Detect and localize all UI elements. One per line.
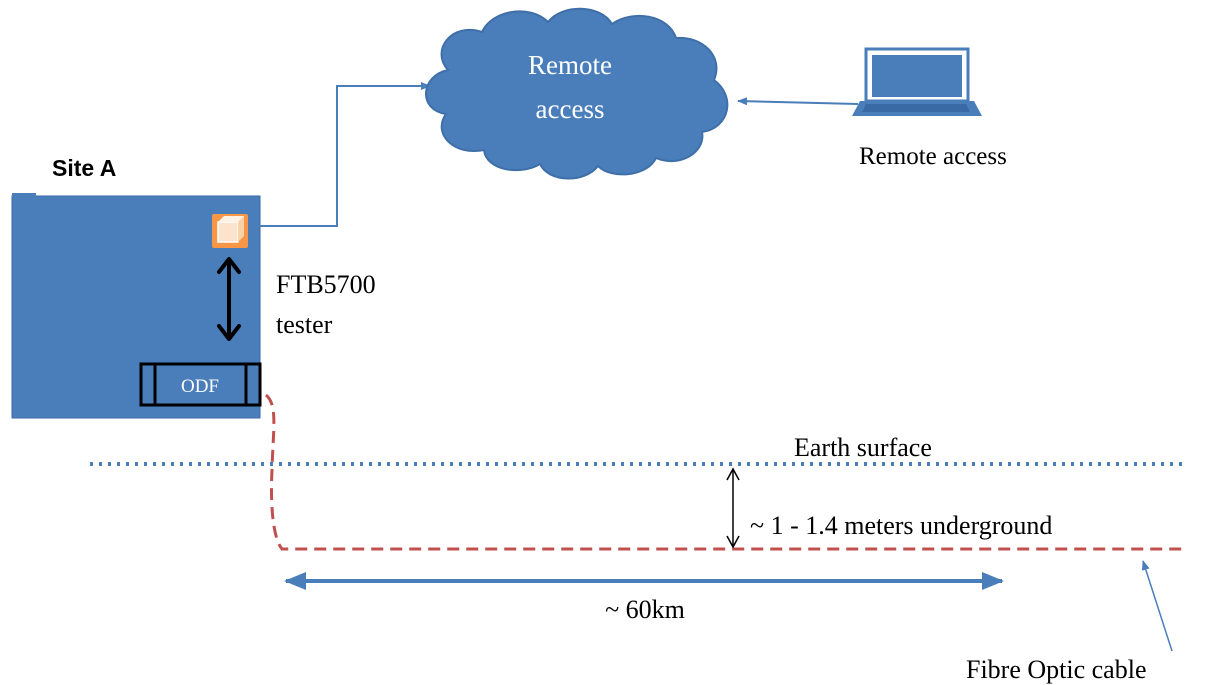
odf-panel: [139, 362, 262, 407]
cable-callout-arrow: [1141, 560, 1173, 652]
laptop-label: Remote access: [859, 143, 1007, 170]
earth-surface-label: Earth surface: [794, 433, 932, 462]
cloud-label-line1: Remote: [528, 50, 612, 80]
depth-label: ~ 1 - 1.4 meters underground: [750, 511, 1052, 540]
tester-to-cloud-link: [252, 82, 431, 227]
laptop-to-cloud-link: [737, 97, 859, 106]
tester-label-line1: FTB5700: [276, 270, 376, 299]
cloud-label-line2: access: [536, 94, 605, 124]
laptop-icon: [852, 47, 982, 116]
site-a-label: Site A: [52, 155, 116, 181]
distance-label: ~ 60km: [605, 595, 685, 624]
fibre-optic-cable: [264, 393, 1182, 551]
depth-arrow: [726, 467, 740, 549]
remote-access-cloud: [425, 7, 729, 180]
tester-device-icon: [212, 214, 248, 248]
tester-label-line2: tester: [276, 310, 333, 339]
cable-label: Fibre Optic cable: [966, 655, 1147, 684]
odf-label: ODF: [181, 376, 219, 397]
tester-odf-link-arrow: [217, 257, 241, 341]
